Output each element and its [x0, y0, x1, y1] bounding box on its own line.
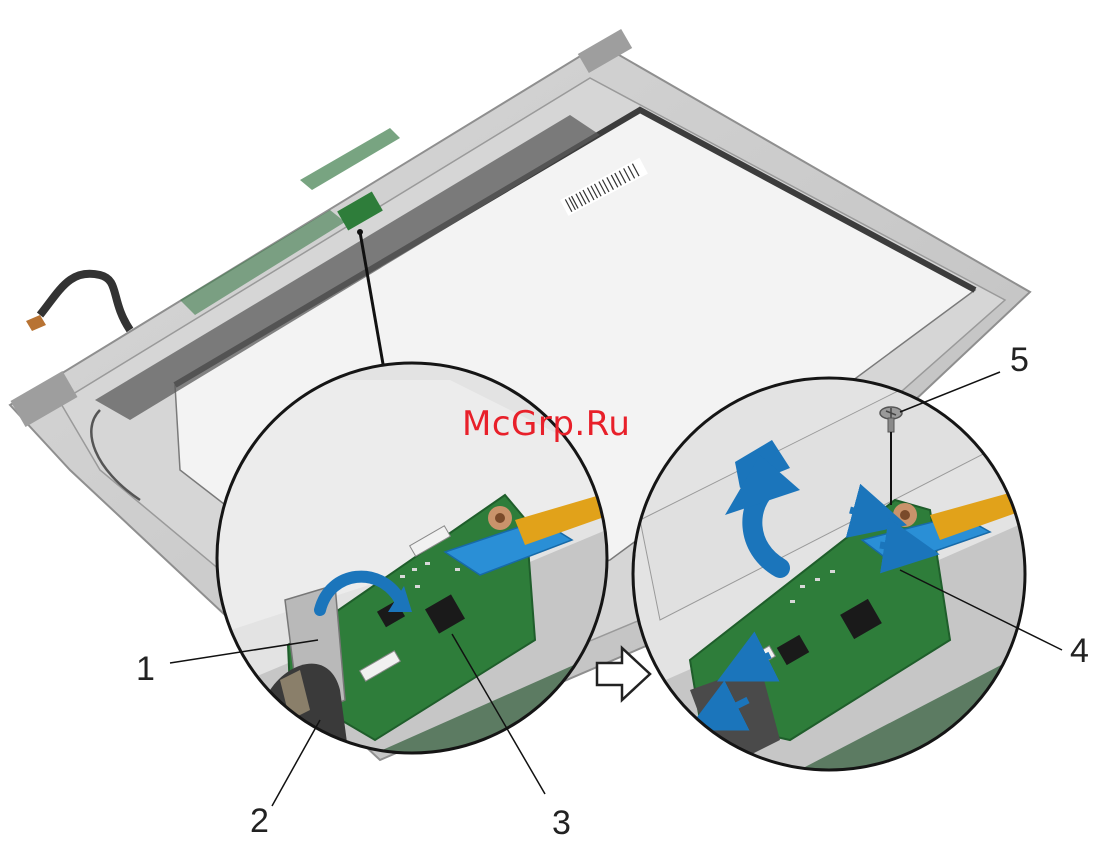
callout-1: 1 — [136, 652, 155, 686]
callout-4: 4 — [1070, 634, 1089, 668]
callout-5: 5 — [1010, 343, 1029, 377]
callout-2: 2 — [250, 804, 269, 838]
leader-2 — [272, 720, 320, 806]
callout-3: 3 — [552, 806, 571, 840]
display-cable — [40, 274, 130, 330]
watermark: McGrp.Ru — [462, 404, 630, 444]
